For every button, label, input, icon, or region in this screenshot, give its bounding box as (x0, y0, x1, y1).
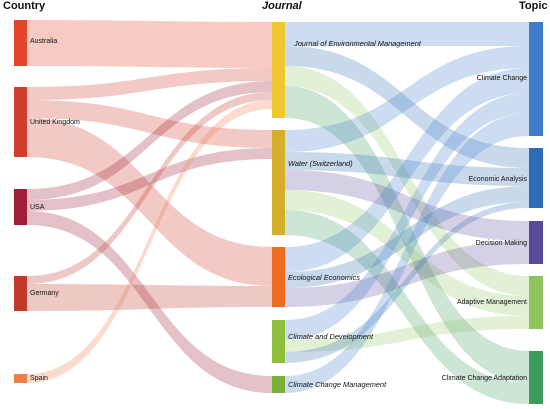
link-climate-and-development-to-climate-change (285, 93, 529, 340)
node-journal-of-environmental-management (272, 22, 285, 118)
link-united-kingdom-to-water-switzerland (27, 100, 272, 148)
link-journal-of-environmental-management-to-adaptive-management (285, 66, 529, 296)
link-usa-to-climate-change-management (27, 211, 272, 393)
journal-column-header: Journal (262, 0, 302, 12)
sankey-links (27, 20, 529, 404)
topic-column-header: Topic (519, 0, 548, 12)
label-usa: USA (30, 204, 45, 211)
node-decision-making (529, 221, 543, 264)
label-journal-of-environmental-management: Journal of Environmental Management (293, 39, 422, 48)
link-germany-to-ecological-economics (27, 284, 272, 311)
link-usa-to-journal-of-environmental-management (27, 81, 272, 200)
link-ecological-economics-to-economic-analysis (285, 186, 529, 288)
node-united-kingdom (14, 87, 27, 157)
link-germany-to-journal-of-environmental-management (27, 92, 272, 284)
label-germany: Germany (30, 290, 59, 297)
node-climate-change (529, 22, 543, 136)
link-usa-to-water-switzerland (27, 148, 272, 211)
sankey-nodes (14, 20, 543, 404)
link-ecological-economics-to-climate-change (285, 68, 529, 272)
node-economic-analysis (529, 148, 543, 208)
link-united-kingdom-to-ecological-economics (27, 118, 272, 286)
label-economic-analysis: Economic Analysis (469, 176, 528, 183)
node-climate-change-adaptation (529, 351, 543, 404)
link-climate-change-management-to-climate-change (285, 113, 529, 393)
link-water-switzerland-to-adaptive-management (285, 190, 529, 316)
link-climate-and-development-to-adaptive-management (285, 316, 529, 352)
link-ecological-economics-to-decision-making (285, 241, 529, 307)
link-water-switzerland-to-climate-change (285, 46, 529, 152)
node-spain (14, 374, 27, 383)
link-united-kingdom-to-journal-of-environmental-management (27, 68, 272, 100)
node-ecological-economics (272, 247, 285, 307)
node-usa (14, 189, 27, 225)
label-climate-change-management: Climate Change Management (288, 380, 387, 389)
node-adaptive-management (529, 276, 543, 329)
label-climate-change: Climate Change (477, 75, 527, 82)
link-journal-of-environmental-management-to-economic-analysis (285, 46, 529, 168)
label-climate-and-development: Climate and Development (288, 332, 374, 341)
link-climate-and-development-to-economic-analysis (285, 202, 529, 363)
link-journal-of-environmental-management-to-climate-change (285, 22, 529, 46)
link-water-switzerland-to-decision-making (285, 170, 529, 241)
link-journal-of-environmental-management-to-climate-change-adaptation (285, 86, 529, 383)
link-spain-to-journal-of-environmental-management (27, 100, 272, 383)
link-australia-to-journal-of-environmental-management (27, 20, 272, 68)
label-spain: Spain (30, 375, 48, 382)
link-water-switzerland-to-climate-change-adaptation (285, 210, 529, 404)
node-water-switzerland (272, 130, 285, 235)
label-united-kingdom: United Kingdom (30, 119, 80, 126)
label-water-switzerland: Water (Switzerland) (288, 159, 353, 168)
label-climate-change-adaptation: Climate Change Adaptation (442, 375, 527, 382)
country-column-header: Country (3, 0, 46, 12)
link-water-switzerland-to-economic-analysis (285, 152, 529, 186)
node-climate-and-development (272, 320, 285, 363)
node-germany (14, 276, 27, 311)
node-climate-change-management (272, 376, 285, 393)
label-adaptive-management: Adaptive Management (457, 299, 527, 306)
node-australia (14, 20, 27, 66)
label-decision-making: Decision Making (476, 240, 527, 247)
label-ecological-economics: Ecological Economics (288, 273, 360, 282)
label-australia: Australia (30, 38, 57, 45)
